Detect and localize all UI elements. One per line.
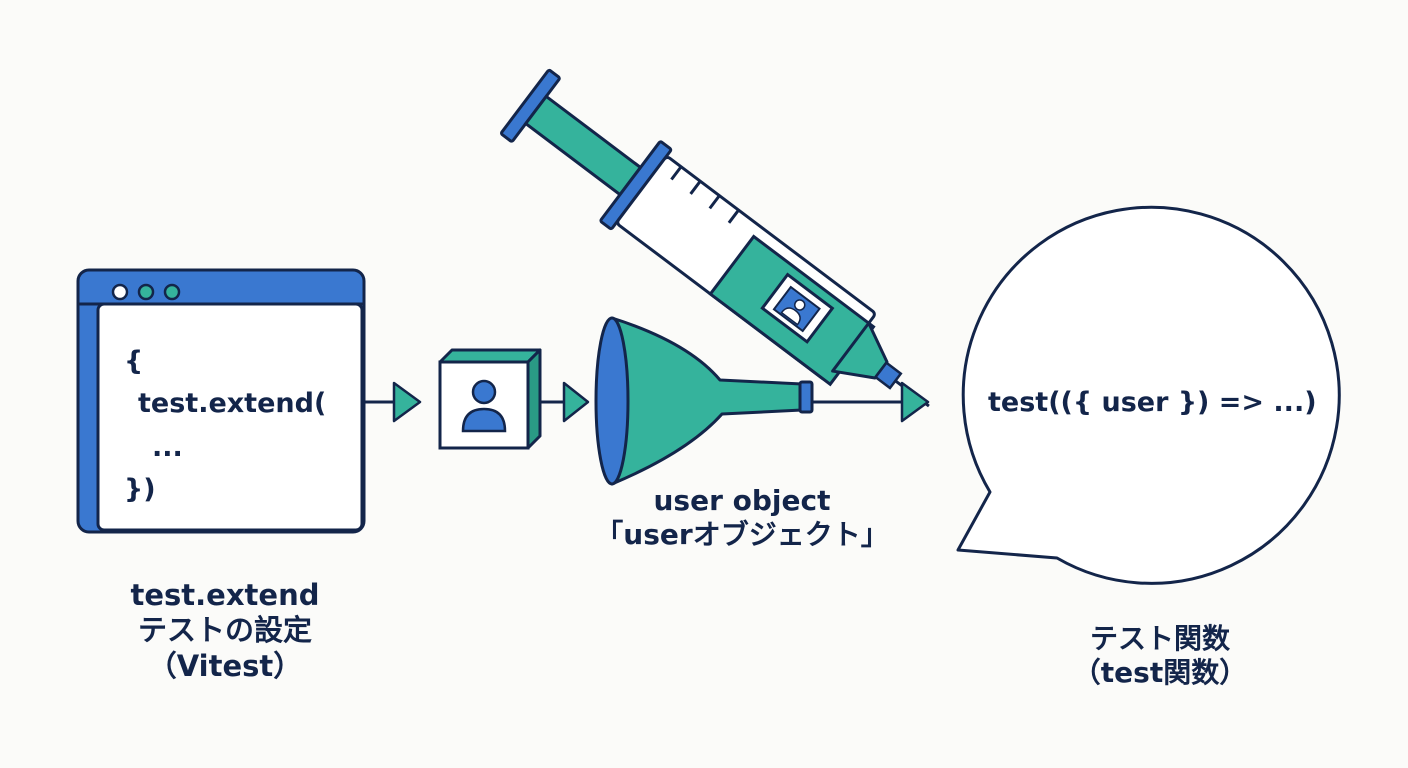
code-window-icon	[76, 268, 366, 534]
user-head	[471, 379, 497, 405]
caption-right-line-1: テスト関数	[1089, 622, 1230, 655]
caption-test-function: テスト関数 （test関数）	[1020, 622, 1300, 690]
speech-bubble-icon	[956, 205, 1341, 585]
arrow-right-icon	[812, 381, 930, 423]
syringe-icon	[500, 68, 930, 408]
arrow-right-icon	[364, 381, 422, 423]
caption-left-line-2: テストの設定	[137, 613, 312, 648]
user-cube-icon	[438, 348, 542, 450]
window-dot-2	[137, 283, 155, 301]
window-dot-1	[111, 283, 129, 301]
caption-left-line-3: （Vitest）	[147, 648, 303, 683]
caption-middle-line-1: user object	[653, 484, 831, 517]
window-dot-3	[163, 283, 181, 301]
arrow-right-icon	[540, 381, 590, 423]
code-line-close: })	[124, 474, 156, 505]
caption-test-extend: test.extend テストの設定 （Vitest）	[80, 578, 370, 684]
caption-left-line-1: test.extend	[130, 578, 320, 612]
bubble-code-text: test(({ user }) => ...)	[988, 387, 1317, 418]
code-line-test-extend: test.extend(	[138, 388, 327, 419]
caption-user-object: user object 「userオブジェクト」	[582, 484, 902, 552]
caption-right-line-2: （test関数）	[1072, 656, 1248, 690]
caption-middle-line-2: 「userオブジェクト」	[595, 518, 889, 552]
code-line-ellipsis: ...	[152, 432, 183, 463]
code-line-open-brace: {	[124, 346, 144, 377]
funnel-icon	[594, 316, 814, 486]
user-body	[461, 407, 507, 433]
